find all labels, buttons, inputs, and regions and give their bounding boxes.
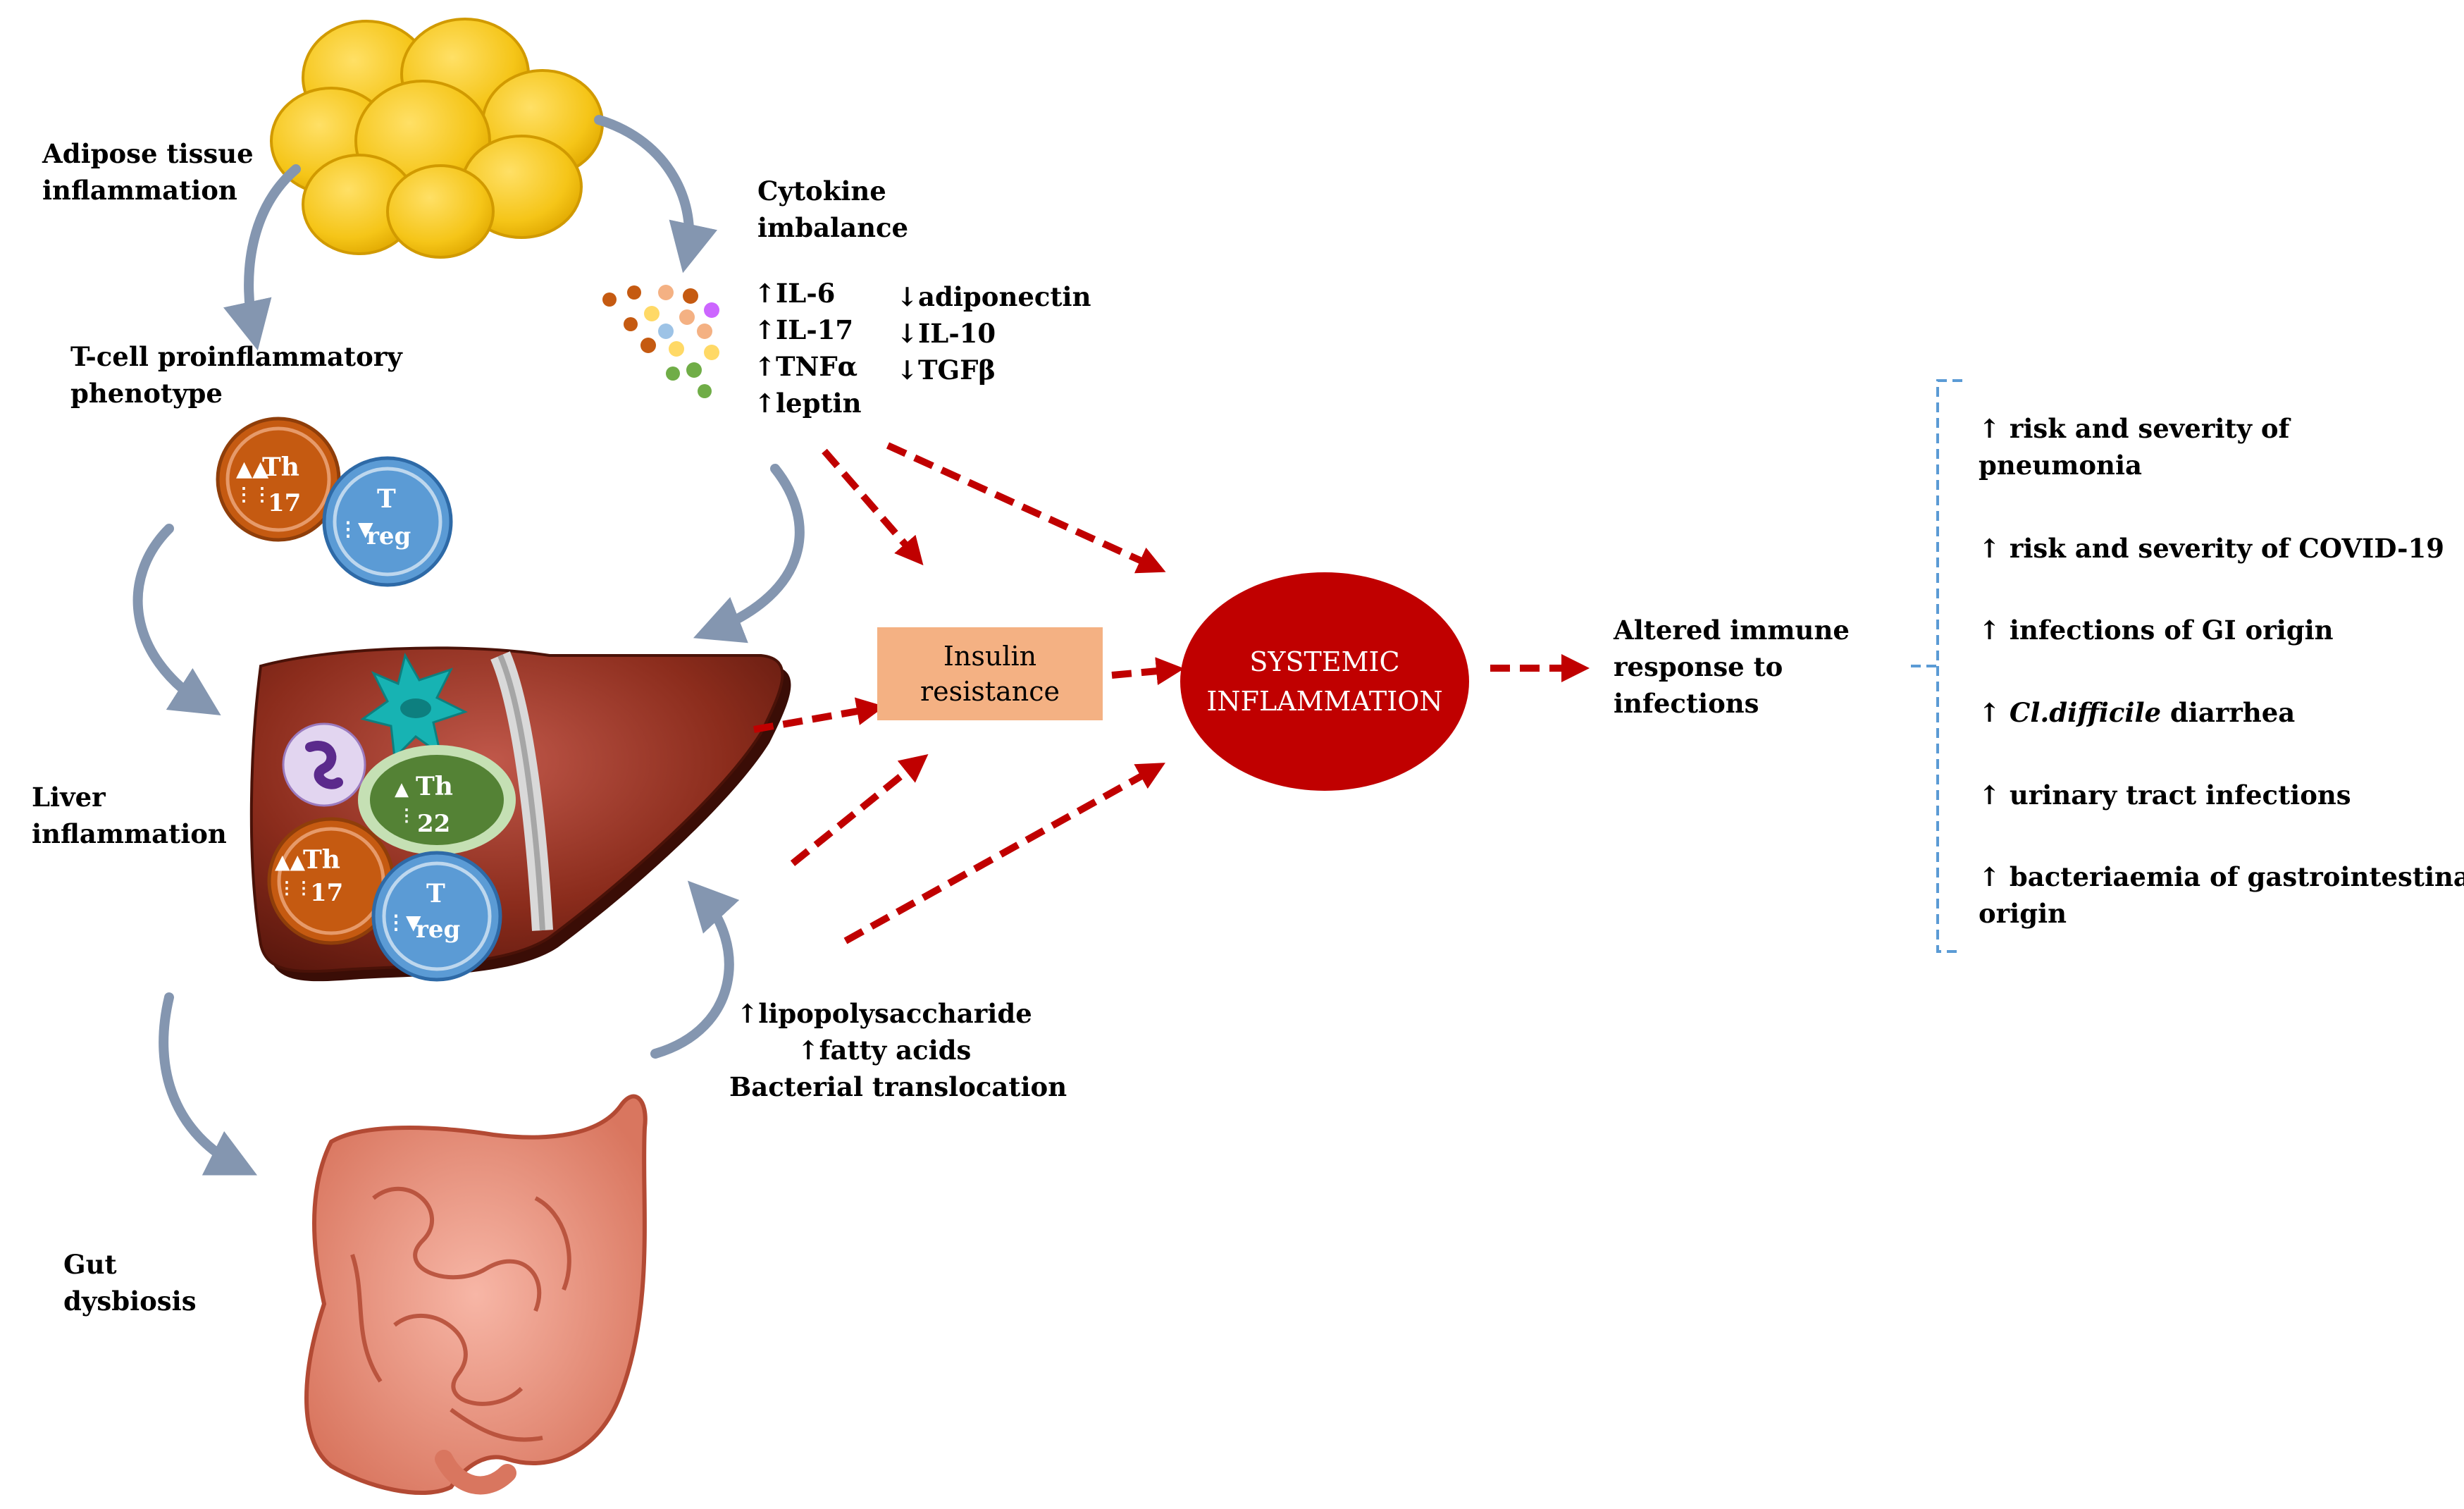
svg-text:⋮▼: ⋮▼ (386, 911, 421, 934)
flow-curves (132, 115, 805, 1176)
svg-text:▲: ▲ (395, 779, 409, 800)
liver-to-insulin-arrow (753, 697, 885, 733)
cytokine-to-insulin-arrow (822, 448, 924, 566)
adipose-to-tcell-arrow (223, 164, 301, 351)
svg-text:⋮⋮: ⋮⋮ (278, 877, 312, 898)
outcome-cdifficile: ↑ Cl.difficile diarrhea (1979, 697, 2296, 728)
svg-text:▲▲: ▲▲ (275, 850, 306, 873)
th22-number: 22 (417, 810, 450, 838)
adipose-tissue-illustration (270, 18, 604, 259)
cytokine-to-systemic-arrow (886, 442, 1166, 574)
tcell-pair-illustration: ▲▲ Th 17 ⋮⋮ T ⋮▼ reg (216, 417, 453, 587)
outcome-uti: ↑ urinary tract infections (1979, 780, 2351, 811)
svg-text:⋮: ⋮ (398, 805, 415, 825)
gut-to-systemic-arrow (843, 763, 1165, 944)
svg-text:⋮▼: ⋮▼ (338, 517, 373, 541)
th17-number: 17 (268, 489, 301, 517)
cytokine-particles (602, 285, 719, 398)
treg-label: T (377, 484, 396, 514)
cytokine-to-liver-arrow (693, 464, 805, 643)
svg-text:T: T (426, 879, 445, 909)
insulin-to-systemic-arrow (1111, 657, 1184, 686)
gut-illustration (304, 1094, 648, 1496)
svg-text:reg: reg (416, 916, 460, 944)
adipose-to-cytokine-arrow (594, 115, 717, 273)
gut-to-insulin-arrow (790, 753, 929, 866)
systemic-inflammation-ellipse (1180, 572, 1469, 791)
cytokines-decreased-list: ↓adiponectin↓IL-10 ↓TGFβ (896, 281, 1091, 386)
liver-illustration: ▲ Th ⋮ 22 ▲▲ Th ⋮⋮ 17 T ⋮▼ reg (249, 646, 791, 982)
liver-to-gut-arrow (159, 992, 258, 1176)
tcell-to-liver-arrow (132, 524, 221, 716)
gut-to-liver-arrow (650, 880, 740, 1059)
svg-text:⋮⋮: ⋮⋮ (235, 484, 271, 505)
svg-text:17: 17 (310, 879, 343, 907)
cytokines-increased-list: ↑IL-6↑IL-17 ↑TNFα↑leptin (754, 278, 862, 419)
causal-arrows (753, 442, 1590, 944)
outcome-covid: ↑ risk and severity of COVID-19 (1979, 533, 2444, 564)
outcome-bracket (1911, 379, 1962, 953)
treg-sub: reg (366, 522, 411, 550)
outcome-gi-infections: ↑ infections of GI origin (1979, 615, 2334, 646)
th17-label: Th (262, 452, 299, 482)
th22-label: Th (416, 772, 453, 801)
svg-text:▲▲: ▲▲ (236, 457, 268, 481)
svg-text:Th: Th (303, 845, 340, 875)
